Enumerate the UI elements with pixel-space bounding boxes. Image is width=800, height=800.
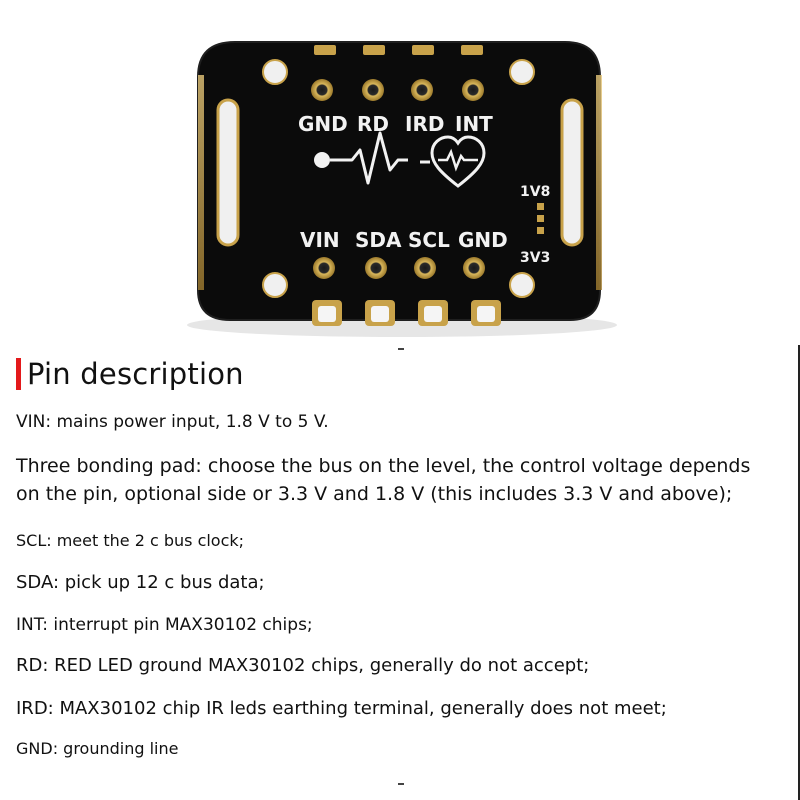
section-title: Pin description [27, 357, 244, 391]
bottom-pin-pads [313, 257, 485, 279]
pin-label-rd: RD [357, 112, 389, 136]
heart-icon [420, 135, 486, 188]
section-heading: Pin description [16, 355, 244, 393]
bottom-edge-castellations [312, 300, 501, 326]
divider-tick-top [398, 348, 404, 350]
sensor-board-photo: GND RD IRD INT 1V8 3V3 VIN SDA SCL GND [0, 0, 800, 345]
side-slots [216, 98, 584, 247]
pin-label-int: INT [455, 112, 493, 136]
desc-line-scl: SCL: meet the 2 c bus clock; [16, 531, 245, 550]
desc-line-bonding-pad-2: on the pin, optional side or 3.3 V and 1… [16, 483, 733, 505]
heading-accent-bar [16, 358, 21, 390]
desc-line-ird: IRD: MAX30102 chip IR leds earthing term… [16, 698, 667, 719]
desc-line-rd: RD: RED LED ground MAX30102 chips, gener… [16, 655, 590, 676]
pin-label-ird: IRD [405, 112, 444, 136]
divider-tick-bottom [398, 783, 404, 785]
voltage-label-1v8: 1V8 [520, 184, 550, 200]
pin-label-sda: SDA [355, 228, 402, 252]
desc-line-gnd: GND: grounding line [16, 739, 179, 758]
heartbeat-wave-icon [330, 131, 408, 185]
desc-line-bonding-pad-1: Three bonding pad: choose the bus on the… [16, 455, 751, 477]
sensor-dot-icon [314, 152, 330, 168]
pin-label-vin: VIN [300, 228, 340, 252]
pcb-board [197, 41, 602, 326]
desc-line-sda: SDA: pick up 12 c bus data; [16, 572, 265, 593]
top-pin-pads [311, 79, 484, 101]
pin-label-gnd-top: GND [298, 112, 348, 136]
voltage-label-3v3: 3V3 [520, 250, 550, 266]
desc-line-vin: VIN: mains power input, 1.8 V to 5 V. [16, 412, 329, 432]
desc-line-int: INT: interrupt pin MAX30102 chips; [16, 615, 313, 635]
pin-label-scl: SCL [408, 228, 450, 252]
mounting-holes [262, 59, 535, 298]
voltage-select-pads [537, 203, 544, 234]
right-border-line [798, 345, 800, 800]
pin-label-gnd-bottom: GND [458, 228, 508, 252]
